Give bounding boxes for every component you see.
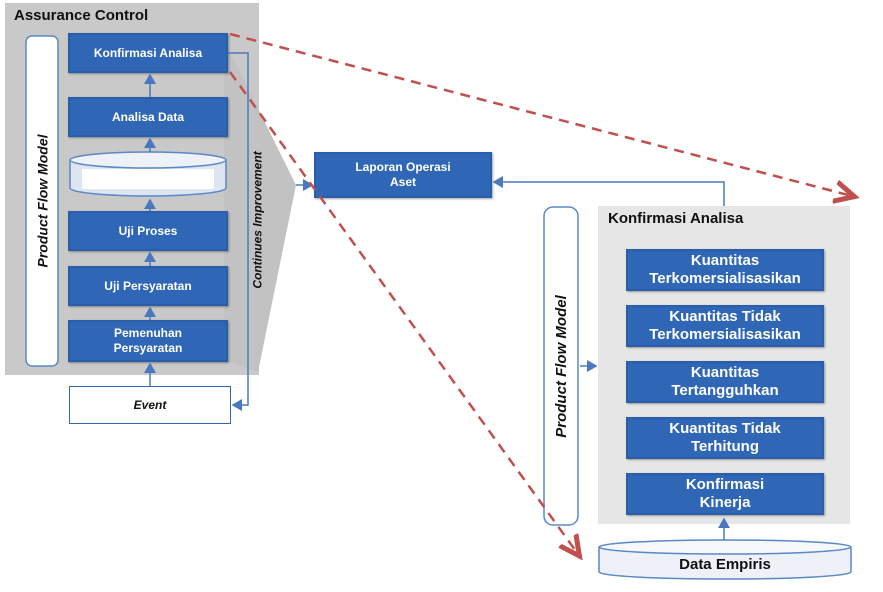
item2-line1: Kuantitas Tidak [669,308,781,325]
pemenuhan-line1: Pemenuhan [113,326,182,340]
step-uji-persyaratan[interactable]: Uji Persyaratan [68,266,228,306]
item-kuantitas-tertangguhkan[interactable]: Kuantitas Tertangguhkan [626,361,824,403]
laporan-line2: Aset [389,175,416,189]
laporan-operasi-aset-box[interactable]: Laporan Operasi Aset [314,152,492,198]
database-cylinder [69,151,227,197]
zoom-line-top [229,32,852,196]
data-empiris-cylinder [598,539,852,580]
step-uji-proses[interactable]: Uji Proses [68,211,228,251]
item-kuantitas-terkomersialisasikan[interactable]: Kuantitas Terkomersialisasikan [626,249,824,291]
arrow-right-to-laporan [492,176,725,206]
product-flow-model-cylinder-right [543,206,579,526]
pemenuhan-line2: Persyaratan [113,341,183,355]
item4-line1: Kuantitas Tidak [669,420,781,437]
step-pemenuhan-persyaratan[interactable]: Pemenuhan Persyaratan [68,320,228,362]
assurance-control-title: Assurance Control [14,7,149,24]
data-empiris-label: Data Empiris [679,555,771,573]
item1-line1: Kuantitas [690,252,760,269]
item3-line2: Tertangguhkan [671,382,779,399]
item1-line2: Terkomersialisasikan [649,270,801,287]
feedback-loop [228,52,249,411]
product-flow-model-cylinder-left [25,35,59,367]
item2-line2: Terkomersialisasikan [649,326,801,343]
item3-line1: Kuantitas [690,364,760,381]
item-kuantitas-tidak-terkomersialisasikan[interactable]: Kuantitas Tidak Terkomersialisasikan [626,305,824,347]
konfirmasi-analisa-title: Konfirmasi Analisa [608,210,744,227]
event-box[interactable]: Event [69,386,231,424]
item5-line1: Konfirmasi [685,476,765,493]
laporan-line1: Laporan Operasi [355,160,451,174]
item4-line2: Terhitung [690,438,760,455]
item-konfirmasi-kinerja[interactable]: Konfirmasi Kinerja [626,473,824,515]
item5-line2: Kinerja [699,494,751,511]
step-konfirmasi-analisa[interactable]: Konfirmasi Analisa [68,33,228,73]
step-analisa-data[interactable]: Analisa Data [68,97,228,137]
item-kuantitas-tidak-terhitung[interactable]: Kuantitas Tidak Terhitung [626,417,824,459]
zoom-line-bottom [228,71,578,554]
